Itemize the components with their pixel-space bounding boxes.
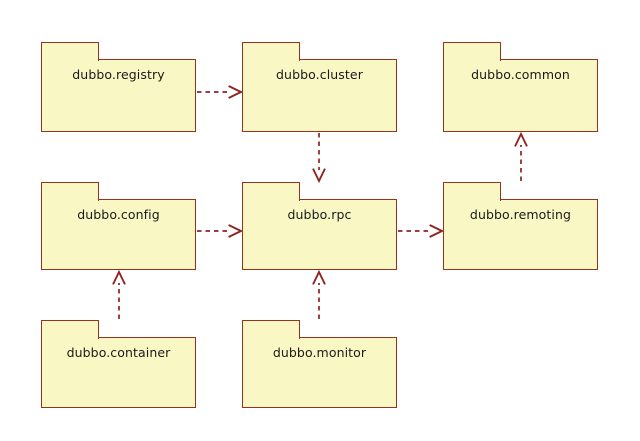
package-dubbo-remoting[interactable]: dubbo.remoting [443,182,598,270]
package-label: dubbo.config [77,207,160,222]
package-label: dubbo.rpc [287,207,352,222]
package-tab [41,320,99,339]
package-body [242,199,397,270]
package-body [41,59,196,132]
dependency-arrow-monitor-to-rpc [312,269,326,319]
package-label: dubbo.common [471,67,570,82]
dependency-arrow-rpc-to-remoting [398,224,445,238]
package-tab [443,42,501,61]
package-label: dubbo.monitor [272,345,367,360]
package-label: dubbo.container [66,345,171,360]
package-dubbo-rpc[interactable]: dubbo.rpc [242,182,397,270]
package-dubbo-config[interactable]: dubbo.config [41,182,196,270]
package-tab [41,182,99,201]
package-label: dubbo.remoting [469,207,572,222]
package-body [443,199,598,270]
package-tab [443,182,501,201]
dependency-arrow-registry-to-cluster [197,85,244,99]
package-tab [242,42,300,61]
package-dubbo-common[interactable]: dubbo.common [443,42,598,132]
package-tab [242,320,300,339]
dependency-arrow-remoting-to-common [514,131,528,181]
package-body [443,59,598,132]
dependency-arrow-container-to-config [112,269,126,319]
package-dubbo-cluster[interactable]: dubbo.cluster [242,42,397,132]
package-body [41,199,196,270]
package-body [41,337,196,408]
dependency-arrow-cluster-to-rpc [312,133,326,184]
package-label: dubbo.cluster [276,67,363,82]
package-dubbo-container[interactable]: dubbo.container [41,320,196,408]
package-tab [242,182,300,201]
dependency-arrow-config-to-rpc [197,224,244,238]
package-dubbo-monitor[interactable]: dubbo.monitor [242,320,397,408]
package-body [242,337,397,408]
package-tab [41,42,99,61]
package-body [242,59,397,132]
package-dubbo-registry[interactable]: dubbo.registry [41,42,196,132]
package-label: dubbo.registry [72,67,165,82]
